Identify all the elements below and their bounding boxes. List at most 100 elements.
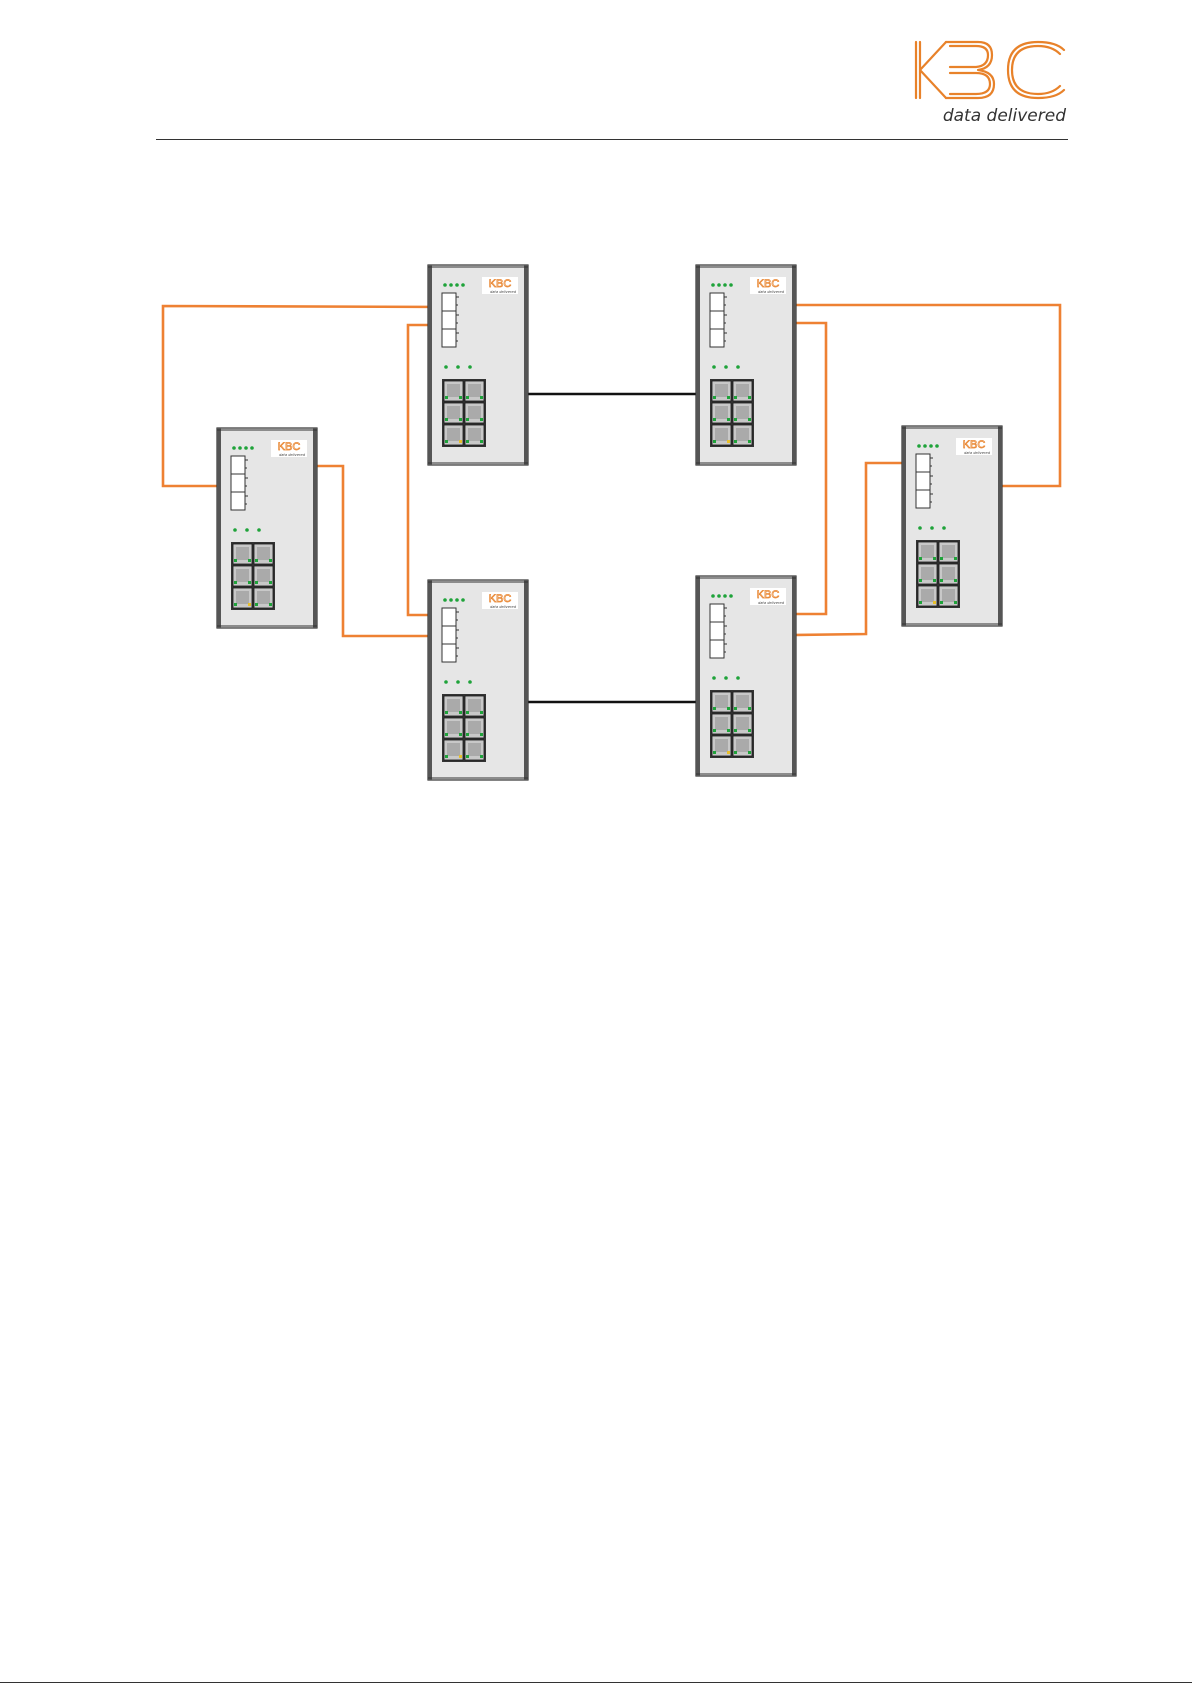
rj45-led	[445, 440, 448, 443]
rj45-port-inner	[736, 717, 749, 730]
rj45-port-inner	[736, 406, 749, 419]
rj45-led	[933, 557, 936, 560]
port-led	[468, 365, 472, 369]
port-led	[930, 526, 934, 530]
switch-logo-tagline: data delivered	[490, 605, 517, 609]
switch-device: KBCdata delivered	[902, 426, 1002, 626]
rj45-port-inner	[447, 384, 460, 397]
rj45-led	[466, 418, 469, 421]
port-led	[918, 526, 922, 530]
port-led	[712, 676, 716, 680]
rj45-port-inner	[942, 567, 955, 580]
fiber-port	[710, 311, 724, 329]
rj45-led	[727, 751, 730, 754]
switch-rail	[313, 428, 317, 628]
rj45-port-inner	[715, 695, 728, 708]
rj45-led	[445, 755, 448, 758]
rj45-port-inner	[715, 406, 728, 419]
rj45-led	[940, 601, 943, 604]
rj45-led	[466, 755, 469, 758]
switch-rail	[792, 265, 796, 465]
rj45-led	[248, 603, 251, 606]
status-led	[729, 283, 733, 287]
status-led	[711, 594, 715, 598]
switch-logo-tagline: data delivered	[490, 290, 517, 294]
fiber-port	[442, 608, 456, 626]
switch-rail	[428, 580, 432, 780]
rj45-led	[727, 729, 730, 732]
port-led	[257, 528, 261, 532]
rj45-port-inner	[715, 739, 728, 752]
status-led	[717, 283, 721, 287]
rj45-led	[933, 601, 936, 604]
rj45-port-inner	[736, 428, 749, 441]
rj45-led	[727, 440, 730, 443]
rj45-led	[713, 751, 716, 754]
fiber-port	[442, 329, 456, 347]
port-led	[724, 676, 728, 680]
rj45-led	[255, 603, 258, 606]
footer-divider	[0, 1682, 1192, 1683]
switch-logo-text: KBC	[757, 278, 780, 290]
rj45-led	[713, 418, 716, 421]
rj45-led	[269, 581, 272, 584]
rj45-led	[748, 707, 751, 710]
status-led	[455, 283, 459, 287]
switch-logo-text: KBC	[278, 441, 301, 453]
rj45-led	[954, 557, 957, 560]
rj45-led	[466, 733, 469, 736]
rj45-led	[480, 396, 483, 399]
rj45-led	[269, 559, 272, 562]
rj45-led	[713, 396, 716, 399]
rj45-led	[734, 396, 737, 399]
rj45-led	[234, 581, 237, 584]
fiber-port	[710, 329, 724, 347]
rj45-port-inner	[257, 591, 270, 604]
switch-logo: KBCdata delivered	[750, 588, 786, 605]
rj45-port-inner	[736, 739, 749, 752]
status-led	[717, 594, 721, 598]
rj45-led	[954, 601, 957, 604]
rj45-led	[255, 581, 258, 584]
rj45-led	[459, 755, 462, 758]
rj45-port-inner	[257, 547, 270, 560]
port-led	[712, 365, 716, 369]
switch-rail	[696, 265, 700, 465]
rj45-led	[727, 396, 730, 399]
status-led	[917, 444, 921, 448]
switch-device: KBCdata delivered	[428, 265, 528, 465]
rj45-port-inner	[736, 384, 749, 397]
status-led	[455, 598, 459, 602]
port-led	[233, 528, 237, 532]
fiber-port	[231, 474, 245, 492]
rj45-led	[734, 751, 737, 754]
rj45-led	[713, 440, 716, 443]
fiber-port	[916, 472, 930, 490]
rj45-led	[269, 603, 272, 606]
rj45-led	[940, 579, 943, 582]
fiber-port	[710, 293, 724, 311]
rj45-led	[933, 579, 936, 582]
rj45-port-inner	[715, 428, 728, 441]
rj45-port-inner	[468, 428, 481, 441]
rj45-led	[734, 729, 737, 732]
rj45-led	[919, 557, 922, 560]
switch-rail	[524, 265, 528, 465]
rj45-led	[748, 418, 751, 421]
switch-rail	[524, 580, 528, 780]
rj45-led	[480, 418, 483, 421]
status-led	[461, 283, 465, 287]
switch-logo-tagline: data delivered	[964, 451, 991, 455]
port-led	[245, 528, 249, 532]
switch-logo-tagline: data delivered	[758, 290, 785, 294]
fiber-port	[916, 490, 930, 508]
status-led	[935, 444, 939, 448]
port-led	[444, 365, 448, 369]
rj45-port-inner	[468, 721, 481, 734]
status-led	[723, 594, 727, 598]
